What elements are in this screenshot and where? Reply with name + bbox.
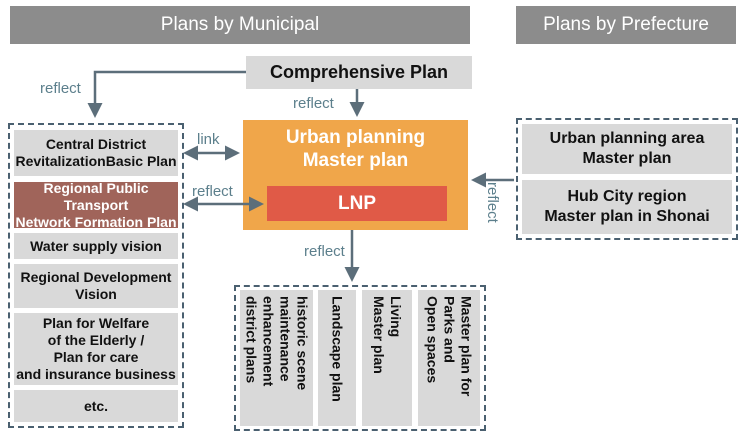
plan-etc: etc. xyxy=(14,390,178,422)
plan-welfare-elderly: Plan for Welfare of the Elderly / Plan f… xyxy=(14,313,178,385)
bottom-plans-container xyxy=(234,285,486,431)
label-reflect-bottom: reflect xyxy=(304,243,345,260)
label-reflect-right: reflect xyxy=(484,182,501,223)
plan-water-supply: Water supply vision xyxy=(14,233,178,259)
plan-urban-planning-area: Urban planning area Master plan xyxy=(522,124,732,174)
plan-regional-development: Regional Development Vision xyxy=(14,264,178,308)
label-reflect-top: reflect xyxy=(293,95,334,112)
plan-landscape: Landscape plan xyxy=(318,290,356,426)
lnp-box: LNP xyxy=(267,186,447,221)
plan-living-master: Living Master plan xyxy=(362,290,412,426)
plan-central-district: Central District RevitalizationBasic Pla… xyxy=(14,130,178,176)
right-plans-container xyxy=(516,118,738,240)
label-reflect-left: reflect xyxy=(192,183,233,200)
arrow-comprehensive-to-left xyxy=(87,70,246,118)
label-link: link xyxy=(197,131,220,148)
plan-historic-scene: historic scene maintenance enhancement d… xyxy=(240,290,313,426)
left-plans-container xyxy=(8,123,184,428)
comprehensive-plan-box: Comprehensive Plan xyxy=(246,56,472,89)
plan-regional-public-transport: Regional Public Transport Network Format… xyxy=(14,179,178,230)
header-municipal: Plans by Municipal xyxy=(10,6,470,44)
header-prefecture: Plans by Prefecture xyxy=(516,6,736,44)
plan-parks-open-spaces: Master plan for Parks and Open spaces xyxy=(418,290,480,426)
urban-master-plan-title: Urban planning Master plan xyxy=(285,127,426,171)
urban-master-plan-box: Urban planning Master plan LNP xyxy=(243,120,468,230)
label-reflect-top-left: reflect xyxy=(40,80,81,97)
plan-hub-city-region: Hub City region Master plan in Shonai xyxy=(522,180,732,234)
